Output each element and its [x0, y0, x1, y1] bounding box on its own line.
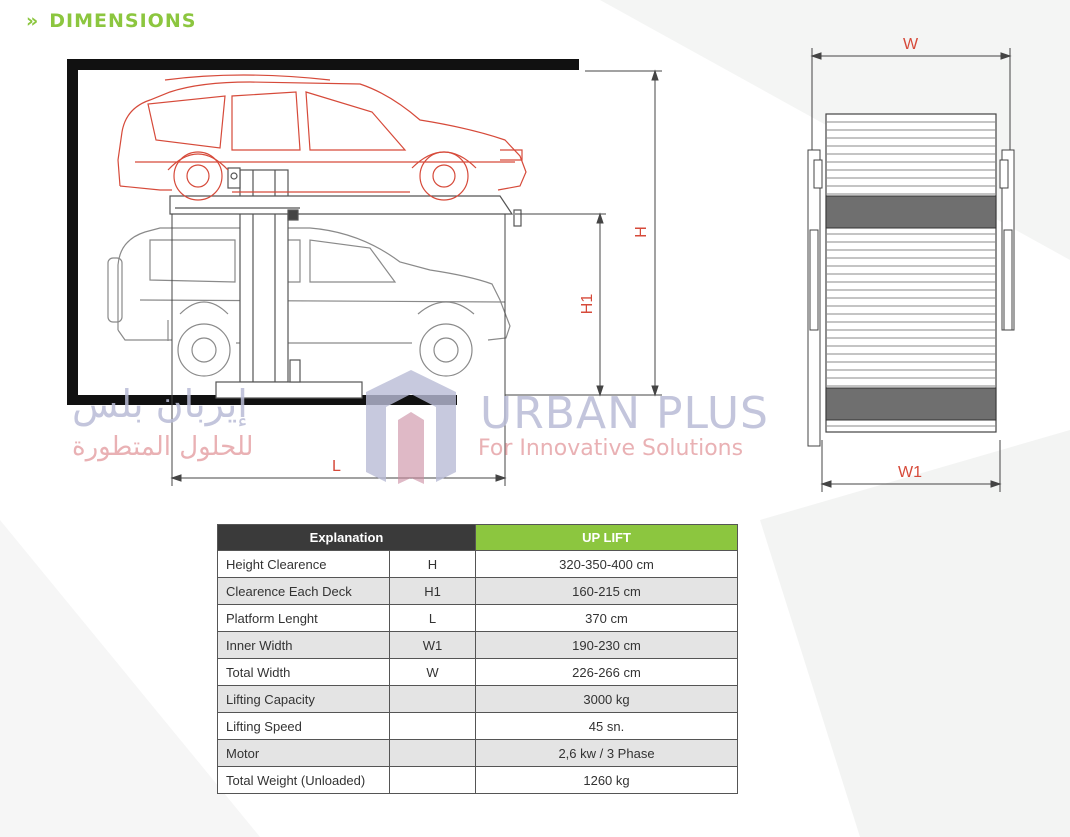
- row-symbol: [389, 739, 476, 767]
- table-row: Motor 2,6 kw / 3 Phase: [217, 739, 738, 767]
- lift-post: [169, 167, 522, 399]
- lower-car: [107, 227, 511, 377]
- dimension-lines: [170, 69, 662, 486]
- row-symbol: H: [389, 550, 476, 578]
- label-w: W: [903, 36, 919, 53]
- row-symbol: [389, 712, 476, 740]
- row-symbol: [389, 766, 476, 794]
- row-symbol: H1: [389, 577, 476, 605]
- watermark-tagline: For Innovative Solutions: [478, 436, 744, 461]
- upper-car: [117, 74, 527, 201]
- row-symbol: W: [389, 658, 476, 686]
- label-h: H: [632, 226, 650, 238]
- watermark-arabic-tagline: للحلول المتطورة: [72, 432, 254, 462]
- label-h1: H1: [579, 293, 597, 315]
- lift-top-view-drawing: [807, 48, 1015, 492]
- row-value: 160-215 cm: [475, 577, 738, 605]
- row-value: 190-230 cm: [475, 631, 738, 659]
- row-value: 3000 kg: [475, 685, 738, 713]
- row-symbol: [389, 685, 476, 713]
- row-name: Total Width: [217, 658, 390, 686]
- lift-side-drawing: [67, 59, 662, 486]
- table-row: Lifting Speed 45 sn.: [217, 712, 738, 740]
- row-value: 370 cm: [475, 604, 738, 632]
- tread-plate-bottom: [825, 387, 997, 421]
- table-row: Lifting Capacity 3000 kg: [217, 685, 738, 713]
- row-value: 226-266 cm: [475, 658, 738, 686]
- table-header-row: Explanation UP LIFT: [217, 524, 738, 551]
- row-value: 1260 kg: [475, 766, 738, 794]
- section-heading: » DIMENSIONS: [26, 10, 196, 32]
- row-name: Motor: [217, 739, 390, 767]
- label-l: L: [332, 458, 341, 475]
- row-name: Lifting Speed: [217, 712, 390, 740]
- platform-outline: [825, 113, 997, 433]
- table-row: Total Weight (Unloaded) 1260 kg: [217, 766, 738, 794]
- watermark-arabic-name: إيربان بلس: [72, 382, 248, 426]
- tread-plate-top: [825, 195, 997, 229]
- header-model: UP LIFT: [475, 524, 738, 551]
- row-name: Platform Lenght: [217, 604, 390, 632]
- row-name: Clearence Each Deck: [217, 577, 390, 605]
- row-symbol: L: [389, 604, 476, 632]
- header-explanation: Explanation: [217, 524, 476, 551]
- label-w1: W1: [898, 464, 922, 481]
- row-name: Height Clearence: [217, 550, 390, 578]
- watermark-logo: [366, 370, 456, 484]
- row-name: Inner Width: [217, 631, 390, 659]
- watermark-name: URBAN PLUS: [480, 388, 769, 439]
- row-symbol: W1: [389, 631, 476, 659]
- side-posts: [807, 149, 1015, 447]
- width-dimension-lines: [810, 48, 1012, 492]
- row-name: Lifting Capacity: [217, 685, 390, 713]
- section-title: DIMENSIONS: [49, 10, 197, 32]
- row-value: 45 sn.: [475, 712, 738, 740]
- chevron-icon: »: [26, 10, 40, 32]
- garage-frame: [67, 59, 579, 405]
- row-value: 320-350-400 cm: [475, 550, 738, 578]
- row-name: Total Weight (Unloaded): [217, 766, 390, 794]
- row-value: 2,6 kw / 3 Phase: [475, 739, 738, 767]
